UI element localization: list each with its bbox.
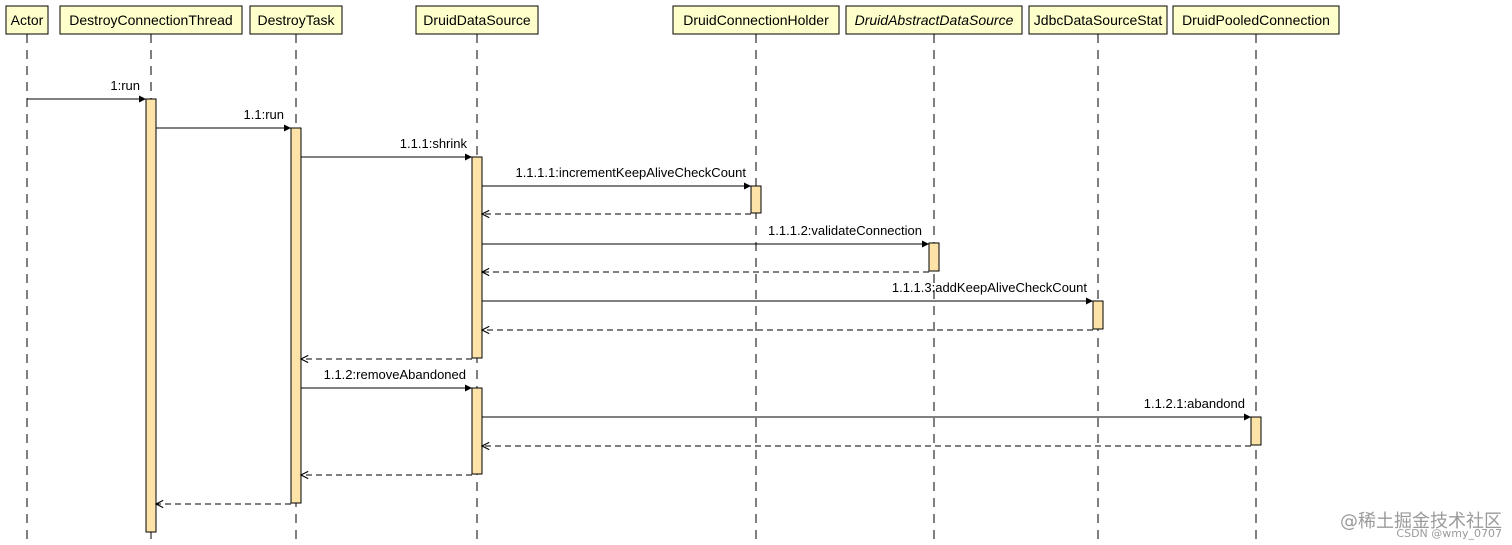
- participant-dds: DruidDataSource: [415, 5, 539, 35]
- participant-dch: DruidConnectionHolder: [672, 5, 840, 35]
- message-label: 1.1.1:shrink: [400, 136, 468, 151]
- participant-label: Actor: [11, 12, 44, 28]
- activation-dct: [145, 98, 157, 533]
- participant-dct: DestroyConnectionThread: [59, 5, 243, 35]
- message-m1: 1:run: [27, 78, 146, 103]
- message-label: 1.1:run: [244, 107, 284, 122]
- activation-dads: [928, 242, 940, 272]
- message-label: 1.1.1.3:addKeepAliveCheckCount: [892, 280, 1088, 295]
- participant-label: JdbcDataSourceStat: [1034, 12, 1163, 28]
- message-m2: 1.1:run: [156, 107, 291, 132]
- activation-dpc: [1250, 416, 1262, 446]
- message-m8: 1.1.2.1:abandond: [482, 396, 1251, 421]
- activation-dds: [471, 387, 483, 475]
- participant-jdss: JdbcDataSourceStat: [1028, 5, 1168, 35]
- watermark-main: @稀土掘金技术社区: [1340, 511, 1502, 532]
- message-label: 1.1.1.2:validateConnection: [768, 223, 922, 238]
- message-label: 1.1.1.1:incrementKeepAliveCheckCount: [515, 165, 746, 180]
- activation-dch: [750, 185, 762, 214]
- participant-dpc: DruidPooledConnection: [1172, 5, 1340, 35]
- participant-label: DruidDataSource: [423, 12, 531, 28]
- participant-label: DruidAbstractDataSource: [855, 12, 1014, 28]
- watermark-sub: CSDN @wmy_0707: [1396, 527, 1502, 540]
- message-m7: 1.1.2:removeAbandoned: [301, 367, 472, 392]
- participant-dads: DruidAbstractDataSource: [845, 5, 1023, 35]
- participant-label: DruidPooledConnection: [1182, 12, 1330, 28]
- activation-jdss: [1092, 300, 1104, 330]
- message-m5: 1.1.1.2:validateConnection: [482, 223, 929, 248]
- message-m4: 1.1.1.1:incrementKeepAliveCheckCount: [482, 165, 751, 190]
- participant-label: DestroyTask: [257, 12, 335, 28]
- participant-label: DruidConnectionHolder: [683, 12, 829, 28]
- activation-dds: [471, 156, 483, 359]
- participant-dt: DestroyTask: [249, 5, 343, 35]
- message-label: 1.1.2.1:abandond: [1144, 396, 1245, 411]
- message-m6: 1.1.1.3:addKeepAliveCheckCount: [482, 280, 1093, 305]
- participant-actor: Actor: [5, 5, 49, 35]
- message-label: 1.1.2:removeAbandoned: [324, 367, 466, 382]
- participant-label: DestroyConnectionThread: [69, 12, 232, 28]
- message-label: 1:run: [110, 78, 140, 93]
- activation-dt: [290, 127, 302, 504]
- message-m3: 1.1.1:shrink: [301, 136, 472, 161]
